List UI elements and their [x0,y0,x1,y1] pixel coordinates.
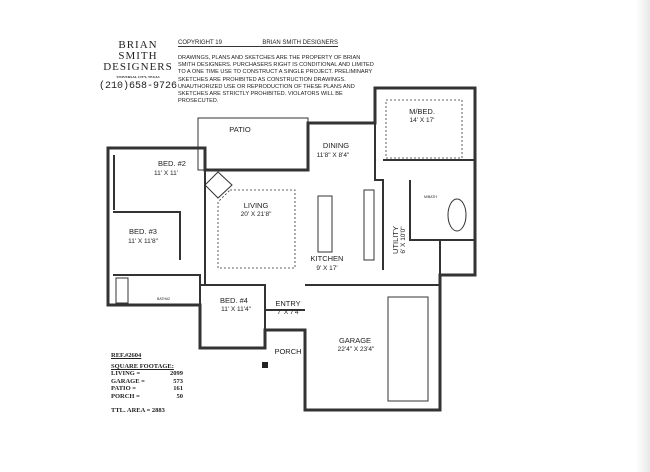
kitchen-counter [363,189,375,261]
legal-notice: Drawings, plans and sketches are the pro… [178,55,374,105]
garage-vehicle-bay [387,296,429,402]
porch-column [262,362,268,368]
interior-walls [113,123,475,348]
dining-label: DINING [323,141,349,150]
scan-edge-shadow [636,0,650,472]
square-footage-title: SQUARE FOOTAGE: [111,362,174,370]
bed3-label: BED. #3 [129,227,157,236]
footage-value: 161 [173,385,183,393]
kitchen-size: 9' X 17' [316,265,337,272]
bed2-label: BED. #2 [158,159,186,168]
brand-name-line1: BRIAN SMITH [118,39,158,62]
footage-row: PORCH = 50 [111,393,183,401]
footage-label: PATIO = [111,385,136,393]
utility-size: 6' X 10'0" [400,226,407,254]
mbed-label: M/BED. [409,107,435,116]
bed4-label: BED. #4 [220,296,248,305]
brand-city: UNIVERSAL CITY, TEXAS [116,75,160,79]
fireplace [204,171,233,199]
mbed-size: 14' X 17' [410,117,435,124]
bath2-tub [115,277,129,304]
total-area: TTL. AREA = 2883 [111,406,165,414]
footage-row: LIVING = 2099 [111,370,183,378]
plan-reference: REF.#2604 [111,352,142,359]
footage-value: 573 [173,377,183,385]
porch-label: PORCH [274,347,301,356]
square-footage-table: REF.#2604 SQUARE FOOTAGE: LIVING = 2099 G… [111,352,183,414]
copyright-line: COPYRIGHT 19 BRIAN SMITH DESIGNERS [178,40,338,47]
kitchen-label: KITCHEN [311,254,344,263]
footage-row: GARAGE = 573 [111,378,183,386]
footage-value: 2099 [170,370,183,378]
patio-label: PATIO [229,125,251,134]
room-labels: PATIO DINING 11'8" X 8'4" M/BED. 14' X 1… [128,107,437,356]
copyright-owner: BRIAN SMITH DESIGNERS [262,40,338,46]
living-tray-ceiling [217,189,296,269]
kitchen-island [317,195,333,253]
entry-label: ENTRY [275,299,300,308]
brand-name-line2: DESIGNERS [103,61,173,73]
garage-size: 22'4" X 23'4" [338,346,375,353]
patio-slab [197,117,309,171]
footage-label: PORCH = [111,392,140,400]
dining-size: 11'8" X 8'4" [317,152,350,159]
bed3-size: 11' X 11'8" [128,238,159,245]
bathtub [447,198,467,232]
brand-phone: (210)658-9726 [98,81,177,92]
footage-value: 50 [176,392,184,400]
designer-logo: BRIAN SMITH DESIGNERS UNIVERSAL CITY, TE… [98,39,178,93]
copyright-label: COPYRIGHT 19 [178,40,222,46]
living-size: 20' X 21'8" [241,211,273,218]
utility-label: UTILITY [391,226,400,254]
mbed-tray-ceiling [385,99,463,159]
footage-row: PATIO = 161 [111,385,183,393]
entry-size: 7' X 7'4" [277,309,301,316]
garage-label: GARAGE [339,336,371,345]
bed4-size: 11' X 11'4" [221,306,252,313]
living-label: LIVING [244,201,269,210]
footage-label: LIVING = [111,370,141,378]
footage-label: GARAGE = [111,377,145,385]
mbath-label: M/BATH [424,195,437,199]
bath2-label: BATH#2 [157,297,170,301]
bed2-size: 11' X 11' [154,170,178,177]
